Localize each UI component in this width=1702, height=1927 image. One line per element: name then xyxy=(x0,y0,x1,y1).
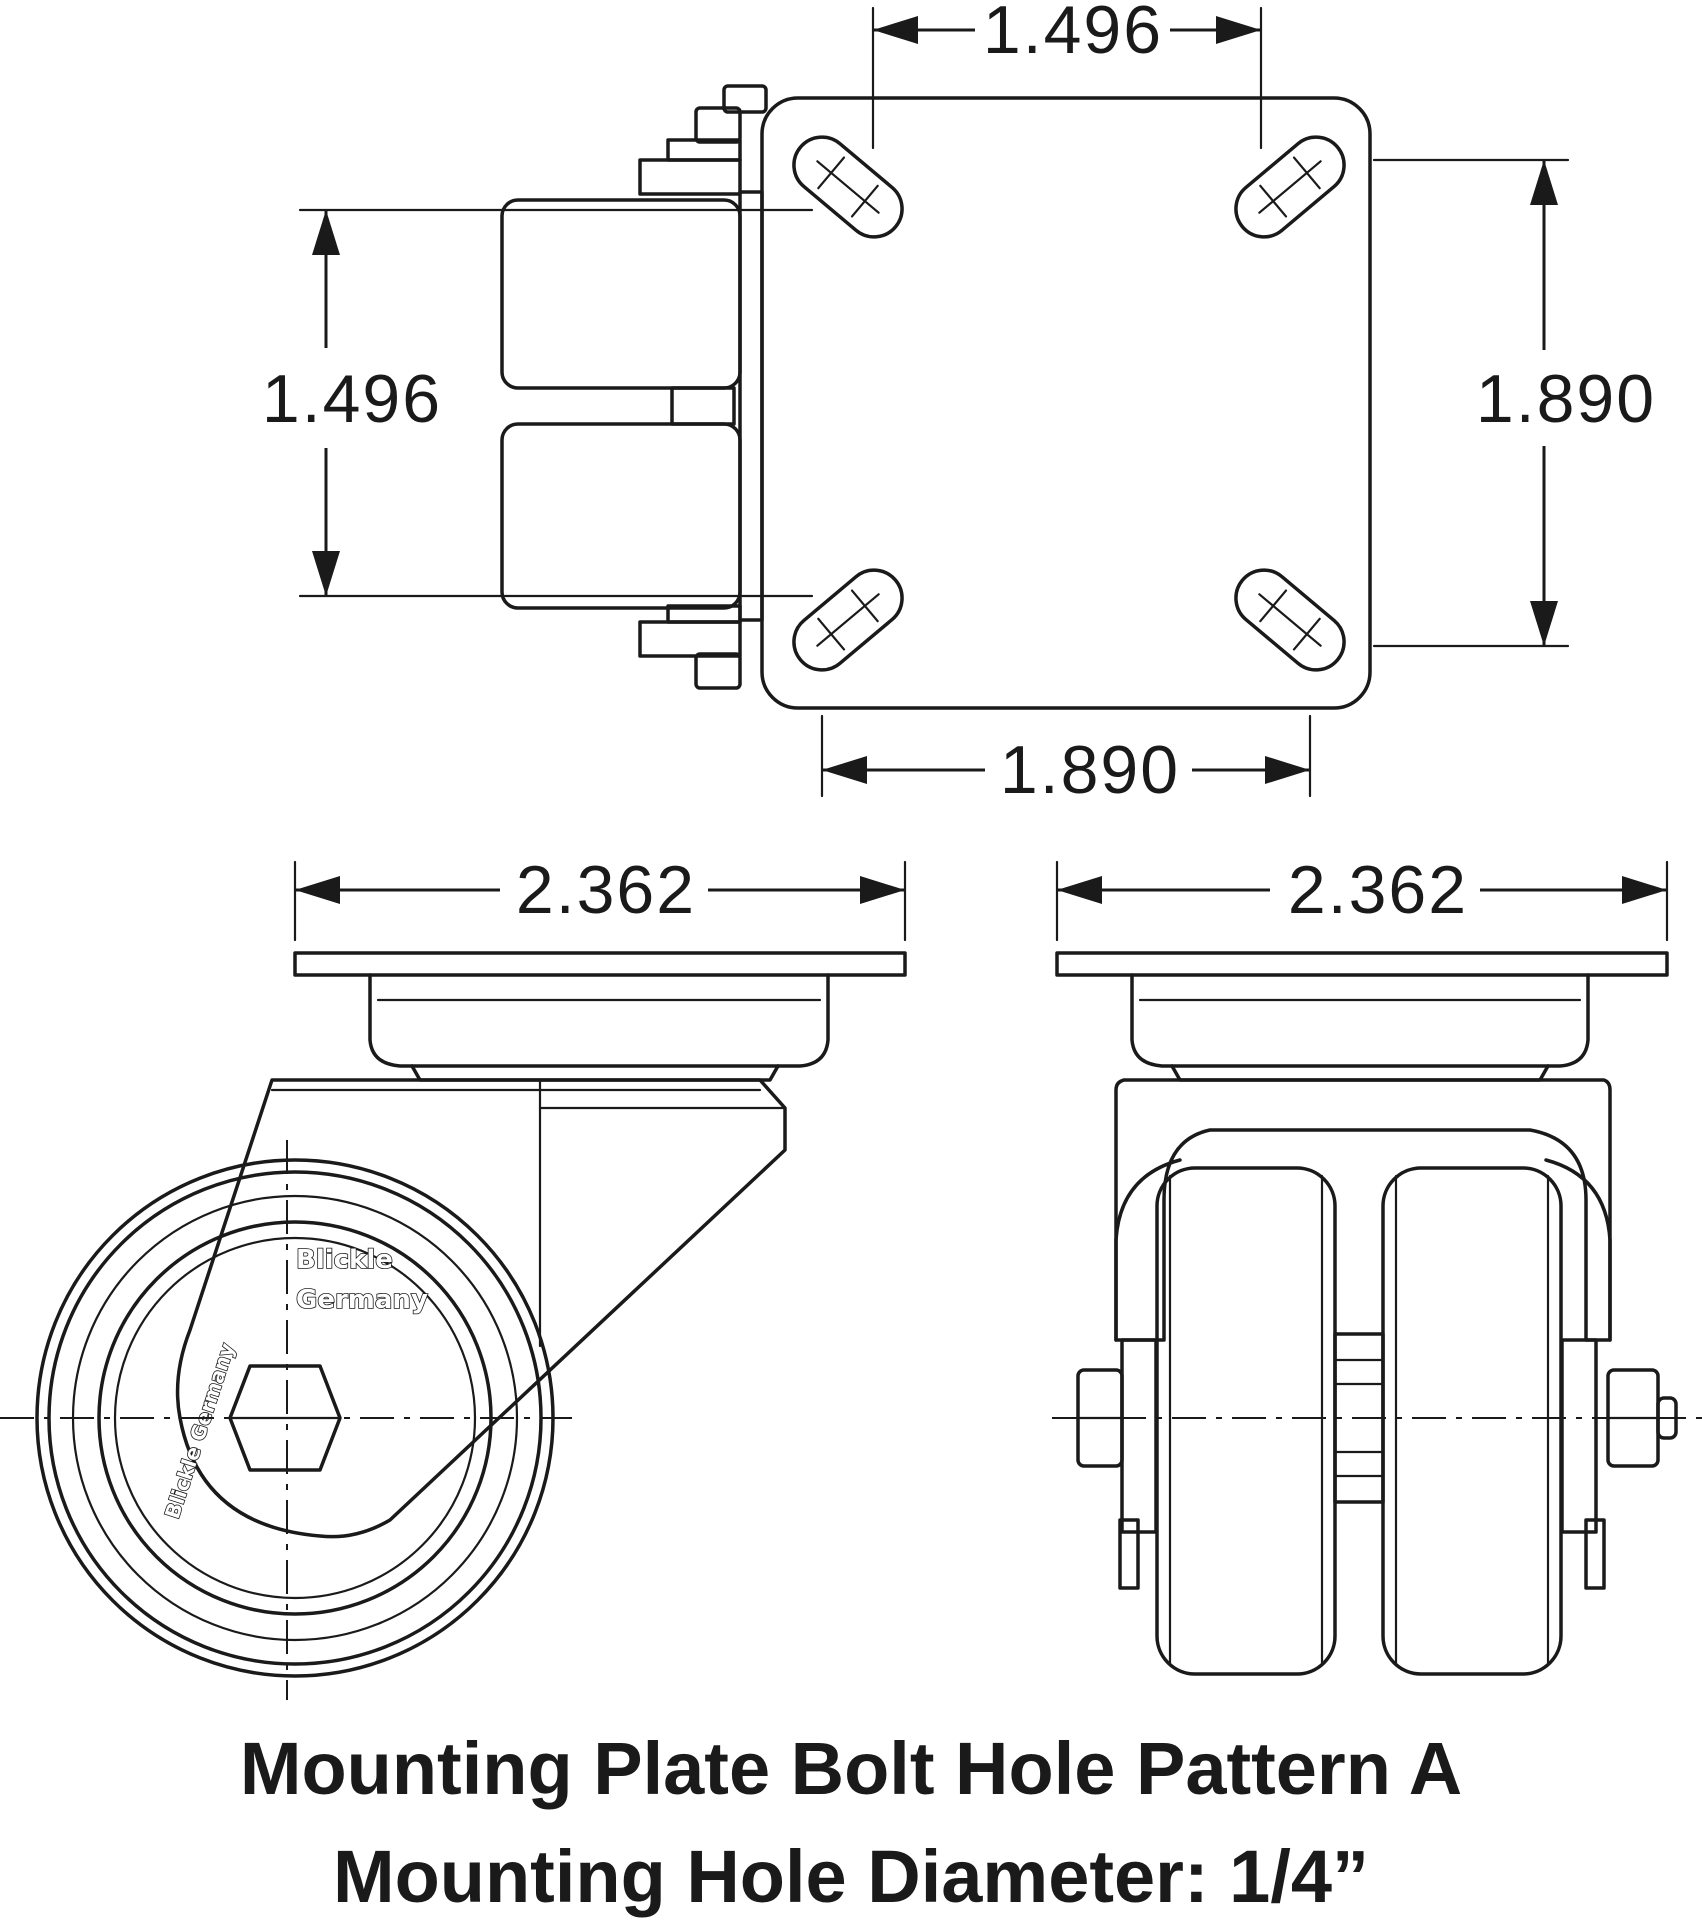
wheel-upper-top xyxy=(500,198,742,390)
front-wheel-right xyxy=(1381,1166,1563,1676)
bolt-hole-slot-br xyxy=(1222,556,1358,684)
front-fork xyxy=(1114,1078,1612,1342)
side-top-plate xyxy=(293,951,907,977)
caption-line2: Mounting Hole Diameter: 1/4” xyxy=(332,1835,1370,1918)
front-view: 2.362 xyxy=(1052,852,1702,1676)
dim-label-top: 1.496 xyxy=(983,0,1163,68)
dim-front-plate-width: 2.362 xyxy=(1055,852,1669,942)
dim-right-plate-height: 1.890 xyxy=(1372,158,1656,648)
dim-side-plate-width: 2.362 xyxy=(293,852,907,942)
bolt-hole-slot-tr xyxy=(1222,123,1358,251)
front-top-plate xyxy=(1055,951,1669,977)
side-view: 2.362 Blickle Germany Blickle Germany xyxy=(0,852,907,1700)
front-wheel-left xyxy=(1155,1166,1337,1676)
brand-line1: Blickle xyxy=(296,1245,393,1275)
dim-label-left: 1.496 xyxy=(262,361,442,437)
bolt-hole-slot-bl xyxy=(780,556,916,684)
wheel-brand-text: Blickle Germany xyxy=(160,1340,239,1521)
dim-left-hole-spacing: 1.496 xyxy=(262,208,814,598)
dim-label-bottom: 1.890 xyxy=(1000,732,1180,808)
top-view: 1.496 1.496 1.890 xyxy=(262,0,1656,808)
dim-label-right: 1.890 xyxy=(1476,361,1656,437)
dim-label-front: 2.362 xyxy=(1288,852,1468,928)
brand-line2: Germany xyxy=(296,1285,428,1315)
dim-top-hole-spacing: 1.496 xyxy=(871,0,1263,150)
swivel-fork-arm xyxy=(175,1078,787,1539)
dim-label-side: 2.362 xyxy=(516,852,696,928)
bolt-hole-slot-tl xyxy=(780,123,916,251)
wheel-lower-top xyxy=(500,422,742,610)
dim-bottom-plate-width: 1.890 xyxy=(820,714,1312,808)
caption-line1: Mounting Plate Bolt Hole Pattern A xyxy=(239,1727,1463,1810)
